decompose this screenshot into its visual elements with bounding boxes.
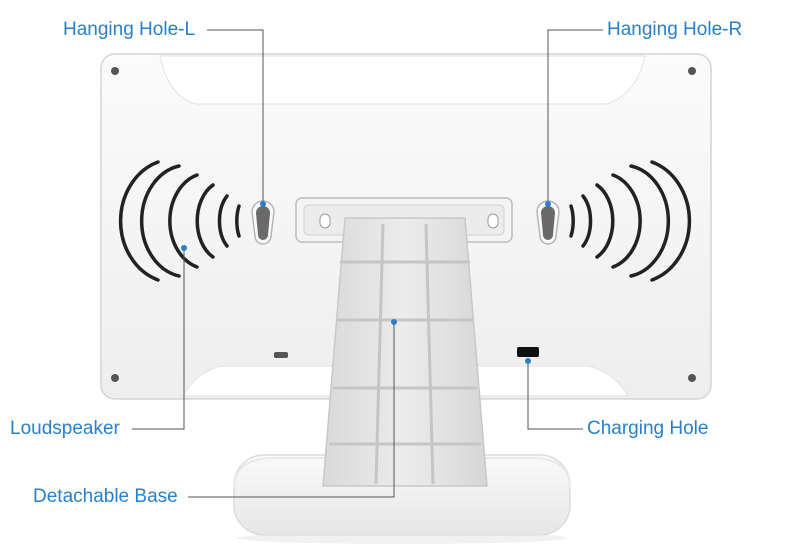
label-charging-hole: Charging Hole (587, 418, 709, 439)
speaker-grille-left (118, 160, 241, 282)
callout-line-charging-hole (527, 358, 583, 430)
screw-hole-icon (688, 374, 696, 382)
callout-dot-loudspeaker (181, 245, 187, 251)
callout-lines (132, 29, 603, 498)
callout-line-loudspeaker (132, 248, 185, 430)
hanging-hole-left (251, 200, 275, 245)
screw-hole-icon (111, 67, 119, 75)
bottom-port (274, 352, 288, 358)
label-loudspeaker: Loudspeaker (10, 418, 120, 439)
callout-dot-charging-hole (525, 358, 531, 364)
speaker-grille-right (569, 160, 692, 282)
callout-dots (181, 201, 551, 364)
hanging-hole-right (536, 200, 560, 245)
callout-line-detachable-base (188, 322, 395, 498)
callout-dot-hanging-hole-right (545, 201, 551, 207)
callout-line-hanging-hole-left (207, 29, 264, 204)
label-hanging-hole-left: Hanging Hole-L (63, 19, 196, 40)
label-detachable-base: Detachable Base (33, 486, 178, 507)
callout-line-hanging-hole-right (547, 29, 603, 204)
callout-dot-hanging-hole-left (260, 201, 266, 207)
charging-hole (517, 347, 539, 357)
stand-column (322, 217, 488, 487)
screw-hole-icon (688, 67, 696, 75)
screw-hole-icon (111, 374, 119, 382)
callout-dot-detachable-base (391, 319, 397, 325)
label-hanging-hole-right: Hanging Hole-R (607, 19, 743, 40)
